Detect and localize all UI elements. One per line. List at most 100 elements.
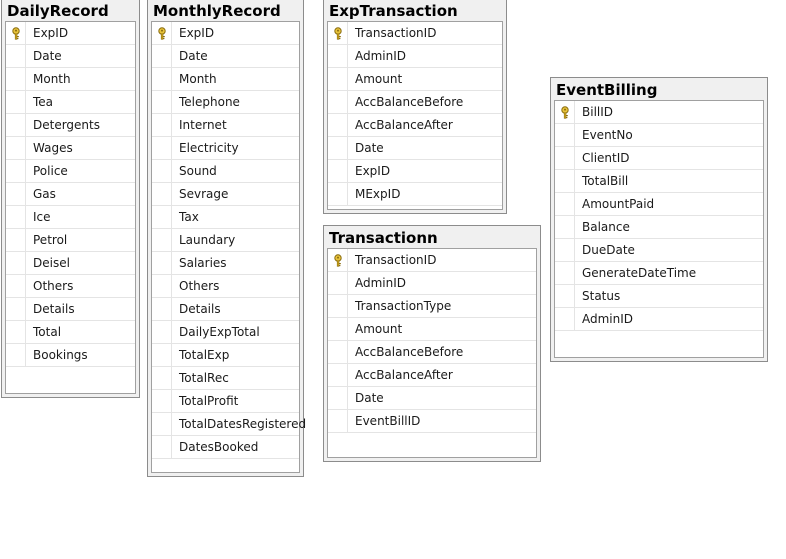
column-row[interactable]: Amount: [328, 318, 536, 341]
column-row[interactable]: Date: [152, 45, 299, 68]
column-row[interactable]: MExpID: [328, 183, 502, 206]
column-row[interactable]: TransactionID: [328, 249, 536, 272]
column-row[interactable]: ExpID: [6, 22, 135, 45]
column-name: Month: [179, 72, 217, 86]
column-name: Bookings: [33, 348, 88, 362]
table-title[interactable]: ExpTransaction: [329, 2, 458, 20]
row-selector: [152, 413, 172, 435]
row-selector: [152, 390, 172, 412]
column-row[interactable]: Balance: [555, 216, 763, 239]
column-row[interactable]: DatesBooked: [152, 436, 299, 459]
column-row[interactable]: TotalExp: [152, 344, 299, 367]
column-row[interactable]: Details: [6, 298, 135, 321]
column-row[interactable]: Bookings: [6, 344, 135, 367]
table-title[interactable]: DailyRecord: [7, 2, 109, 20]
column-row[interactable]: Sound: [152, 160, 299, 183]
row-selector: [152, 298, 172, 320]
column-row[interactable]: GenerateDateTime: [555, 262, 763, 285]
column-row[interactable]: ClientID: [555, 147, 763, 170]
column-row[interactable]: Wages: [6, 137, 135, 160]
column-row[interactable]: Sevrage: [152, 183, 299, 206]
column-row[interactable]: AdminID: [328, 45, 502, 68]
row-selector: [152, 206, 172, 228]
column-row[interactable]: AmountPaid: [555, 193, 763, 216]
column-row[interactable]: Others: [152, 275, 299, 298]
column-name: Laundary: [179, 233, 236, 247]
column-row[interactable]: ExpID: [152, 22, 299, 45]
row-selector: [152, 91, 172, 113]
row-selector: [555, 193, 575, 215]
column-row[interactable]: Month: [152, 68, 299, 91]
column-row[interactable]: Tea: [6, 91, 135, 114]
column-row[interactable]: TotalDatesRegistered: [152, 413, 306, 436]
column-row[interactable]: Police: [6, 160, 135, 183]
table-title[interactable]: Transactionn: [329, 229, 438, 247]
row-selector: [6, 275, 26, 297]
column-name: TotalProfit: [179, 394, 239, 408]
column-row[interactable]: AccBalanceAfter: [328, 364, 536, 387]
column-row[interactable]: Month: [6, 68, 135, 91]
column-row[interactable]: Telephone: [152, 91, 299, 114]
column-row[interactable]: AdminID: [555, 308, 763, 331]
column-row[interactable]: DailyExpTotal: [152, 321, 299, 344]
column-name: Date: [179, 49, 208, 63]
column-row[interactable]: Tax: [152, 206, 299, 229]
column-row[interactable]: Ice: [6, 206, 135, 229]
column-row[interactable]: Details: [152, 298, 299, 321]
column-row[interactable]: AdminID: [328, 272, 536, 295]
row-selector: [6, 206, 26, 228]
column-row[interactable]: TotalProfit: [152, 390, 299, 413]
column-row[interactable]: Petrol: [6, 229, 135, 252]
table-title[interactable]: EventBilling: [556, 81, 658, 99]
column-name: Deisel: [33, 256, 70, 270]
column-name: AdminID: [355, 276, 407, 290]
row-selector: [328, 68, 348, 90]
column-row[interactable]: Total: [6, 321, 135, 344]
column-row[interactable]: Salaries: [152, 252, 299, 275]
column-row[interactable]: Date: [328, 137, 502, 160]
column-row[interactable]: TotalRec: [152, 367, 299, 390]
column-name: Balance: [582, 220, 630, 234]
column-name: Date: [33, 49, 62, 63]
column-row[interactable]: BillID: [555, 101, 763, 124]
column-row[interactable]: ExpID: [328, 160, 502, 183]
column-row[interactable]: Gas: [6, 183, 135, 206]
column-row[interactable]: Others: [6, 275, 135, 298]
column-row[interactable]: TransactionID: [328, 22, 502, 45]
column-row[interactable]: EventBillID: [328, 410, 536, 433]
column-row[interactable]: TransactionType: [328, 295, 536, 318]
column-row[interactable]: DueDate: [555, 239, 763, 262]
column-row[interactable]: Deisel: [6, 252, 135, 275]
column-row[interactable]: AccBalanceAfter: [328, 114, 502, 137]
column-row[interactable]: AccBalanceBefore: [328, 341, 536, 364]
column-row[interactable]: EventNo: [555, 124, 763, 147]
column-row[interactable]: Electricity: [152, 137, 299, 160]
column-row[interactable]: Laundary: [152, 229, 299, 252]
column-name: AdminID: [582, 312, 634, 326]
column-name: Tax: [179, 210, 199, 224]
table-title[interactable]: MonthlyRecord: [153, 2, 281, 20]
row-selector: [6, 68, 26, 90]
row-selector: [152, 45, 172, 67]
row-selector: [328, 387, 348, 409]
row-selector: [328, 183, 348, 205]
column-row[interactable]: Detergents: [6, 114, 135, 137]
column-row[interactable]: Date: [328, 387, 536, 410]
column-row[interactable]: Internet: [152, 114, 299, 137]
column-row[interactable]: AccBalanceBefore: [328, 91, 502, 114]
column-row[interactable]: Amount: [328, 68, 502, 91]
column-row[interactable]: TotalBill: [555, 170, 763, 193]
row-selector: [555, 147, 575, 169]
column-row[interactable]: Status: [555, 285, 763, 308]
row-selector: [152, 344, 172, 366]
column-row[interactable]: Date: [6, 45, 135, 68]
